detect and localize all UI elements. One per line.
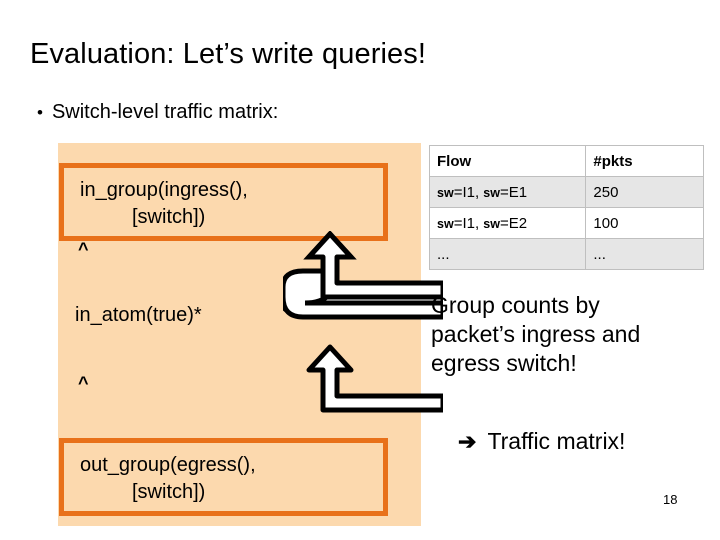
right-arrow-icon: ➔ [458,428,477,454]
column-header-pkts: #pkts [585,145,704,177]
caret-separator-bottom: ^ [78,373,89,393]
cell-pkts: ... [585,238,704,270]
cell-flow: ... [428,238,587,270]
column-header-flow: Flow [428,145,587,177]
cell-pkts: 250 [585,176,704,208]
cell-flow: sw=I1, sw=E1 [428,176,587,208]
caret-separator-top: ^ [78,239,89,259]
out-group-line2: [switch]) [132,480,206,503]
in-atom-label: in_atom(true)* [75,304,202,326]
caption-line-1: Group counts by [431,292,600,318]
sw-token: sw [437,185,454,200]
table-row: ... ... [428,238,704,270]
out-group-line1: out_group(egress(), [80,454,256,476]
table-header-row: Flow #pkts [428,145,704,177]
sw-value: =I1, [453,183,484,201]
caption-block: Group counts by packet’s ingress and egr… [431,291,701,378]
page-number: 18 [663,492,678,507]
curved-arrow-up-bottom [306,344,443,413]
in-group-line2: [switch]) [132,205,206,228]
conclusion-line: ➔ Traffic matrix! [458,428,625,455]
sw-token: sw [483,216,500,231]
cell-pkts: 100 [585,207,704,239]
table-row: sw=I1, sw=E1 250 [428,176,704,208]
flow-table: Flow #pkts sw=I1, sw=E1 250 sw=I1, sw=E2… [428,145,704,270]
table-row: sw=I1, sw=E2 100 [428,207,704,239]
sw-value: =E1 [499,183,528,201]
cell-flow: sw=I1, sw=E2 [428,207,587,239]
query-box-in-group: in_group(ingress(), [switch]) [59,163,388,241]
curved-arrow-up-top [283,231,443,320]
sw-value: =E2 [499,214,528,232]
sw-value: =I1, [453,214,484,232]
query-box-out-group: out_group(egress(), [switch]) [59,438,388,516]
bullet-label: Switch-level traffic matrix: [51,101,279,123]
in-group-line1: in_group(ingress(), [80,179,248,201]
conclusion-label: Traffic matrix! [487,428,626,454]
page-title: Evaluation: Let’s write queries! [30,38,426,70]
bullet-marker-icon: • [37,103,43,122]
caption-line-3: egress switch! [431,349,577,376]
sw-token: sw [483,185,500,200]
sw-token: sw [437,216,454,231]
caption-line-2: packet’s ingress and [431,320,641,347]
bullet-line: • Switch-level traffic matrix: [37,101,278,124]
